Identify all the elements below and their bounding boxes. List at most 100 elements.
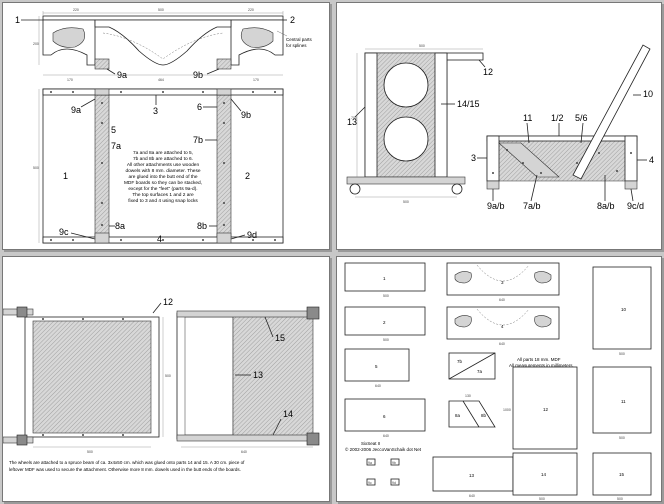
part-14-label: 14 (541, 472, 547, 477)
part-9d (390, 478, 400, 486)
label-9b: 9b (241, 110, 251, 120)
label-10: 10 (643, 89, 653, 99)
cut-list-drawing: 1 500 2 500 3 640 4 640 5 640 6 640 (344, 262, 652, 501)
central-note-line1: Central parts (286, 37, 313, 42)
left-cutout (52, 27, 86, 48)
part-4-label: 4 (501, 324, 504, 329)
part-2 (344, 306, 426, 336)
label-1-plan: 1 (63, 171, 68, 181)
label-8a: 8a (115, 221, 125, 231)
label-4: 4 (157, 234, 162, 244)
dim-500-plan: 500 (33, 166, 39, 170)
dim-200-side: 200 (33, 42, 39, 46)
part-2-label: 2 (383, 320, 386, 325)
wheel-left (349, 183, 361, 195)
wheel-block-tr (306, 306, 320, 320)
front-view-panel: 220 500 220 200 170 464 170 Central part… (2, 2, 330, 250)
front-view-drawing: 220 500 220 200 170 464 170 Central part… (15, 8, 313, 244)
part-13 (432, 456, 514, 492)
label-14: 14 (283, 409, 293, 419)
assembly-note: 7a and 8a are attached to 5, 7b and 8b a… (124, 150, 202, 204)
wheel-cutout-bottom (383, 116, 429, 162)
label-9cd: 9c/d (627, 201, 644, 211)
part-5 (344, 348, 410, 382)
label-9a: 9a (71, 105, 81, 115)
dim-170-right: 170 (253, 78, 259, 82)
part-3-label: 3 (501, 280, 504, 285)
dim-500-p2: 500 (419, 44, 425, 48)
dim-part-12: 1000 (503, 408, 511, 412)
part-11-label: 11 (621, 399, 626, 404)
plan-side-6 (216, 88, 232, 244)
foot-9ab (486, 180, 500, 190)
rail-15 (176, 310, 316, 318)
label-2-plan: 2 (245, 171, 250, 181)
cut-list-panel: 1 500 2 500 3 640 4 640 5 640 6 640 (336, 256, 662, 502)
part-10-label: 10 (621, 307, 627, 312)
credit-title: SixSeat II (361, 441, 380, 446)
side-view-panel: 500 500 700 12 13 14/15 (336, 2, 662, 250)
dim-170-left: 170 (67, 78, 73, 82)
dim-part-1: 500 (383, 294, 389, 298)
foot-9cd (624, 180, 638, 190)
backrest-10 (572, 44, 651, 180)
plan-dowels (50, 91, 276, 241)
note-line-7: except for the "feet" (parts 9a-d). (128, 186, 197, 192)
part-10 (592, 266, 652, 350)
label-7a: 7a (111, 141, 121, 151)
dim-part-3: 640 (499, 298, 505, 302)
brace-7ab (498, 142, 560, 178)
wheel-block-tl (16, 306, 28, 318)
dim-500-top: 500 (158, 8, 164, 12)
base-panel-13 (232, 312, 314, 440)
part-1-label: 1 (383, 276, 386, 281)
label-1-top: 1 (15, 15, 20, 25)
wheel-right (451, 183, 463, 195)
label-9a-top: 9a (117, 70, 127, 80)
credit-copyright: © 2002-2006 JeccoVanSchaik dot Net (345, 446, 422, 452)
caption-line-1: The wheels are attached to a spruce beam… (9, 460, 245, 465)
part-5-label: 5 (375, 364, 378, 369)
label-1-2: 1/2 (551, 113, 564, 123)
label-8b: 8b (197, 221, 207, 231)
wheel-block-br (306, 432, 320, 446)
dim-part-15: 500 (617, 497, 623, 501)
part-8 (448, 400, 496, 428)
part-9c-label: 9c (368, 481, 372, 485)
label-12-base: 12 (163, 297, 173, 307)
dim-464: 464 (158, 78, 164, 82)
side-view-drawing: 500 500 700 12 13 14/15 (346, 44, 654, 211)
label-9c: 9c (59, 227, 69, 237)
top-board-elevation (42, 15, 284, 21)
part-9a (366, 458, 376, 466)
note-line-6: MDF boards so they can be stacked, (124, 180, 202, 186)
part-8a-label: 8a (455, 413, 461, 418)
base-panel-12 (32, 320, 152, 434)
label-13-base: 13 (253, 370, 263, 380)
label-9d: 9d (247, 230, 257, 240)
label-7ab: 7a/b (523, 201, 541, 211)
label-12: 12 (483, 67, 493, 77)
label-8ab: 8a/b (597, 201, 615, 211)
part-12-label: 12 (543, 407, 549, 412)
note-line-2: 7b and 8b are attached to 6. (133, 156, 193, 162)
seat-top-1-2 (486, 135, 638, 142)
part-13-label: 13 (469, 473, 475, 478)
note-line-1: 7a and 8a are attached to 5, (133, 150, 193, 156)
label-6: 6 (197, 102, 202, 112)
base-view-panel: 500 500 12 640 15 13 14 The wheels are a… (2, 256, 330, 502)
dim-500-p3b: 500 (87, 450, 93, 454)
wheel-block-bl (16, 434, 28, 446)
dim-part-8: 130 (465, 394, 471, 398)
foot-9b-top (216, 58, 232, 70)
rail-14 (176, 434, 316, 442)
dim-part-13: 640 (469, 494, 475, 498)
side-dowels (492, 149, 632, 174)
note-mdf: All parts 18 mm. MDF (517, 357, 561, 362)
label-11: 11 (523, 113, 532, 123)
label-3-side: 3 (471, 153, 476, 163)
part-9b (390, 458, 400, 466)
dim-part-11: 500 (619, 436, 625, 440)
dim-500-p2b: 500 (403, 200, 409, 204)
base-view-drawing: 500 500 12 640 15 13 14 The wheels are a… (3, 297, 320, 472)
